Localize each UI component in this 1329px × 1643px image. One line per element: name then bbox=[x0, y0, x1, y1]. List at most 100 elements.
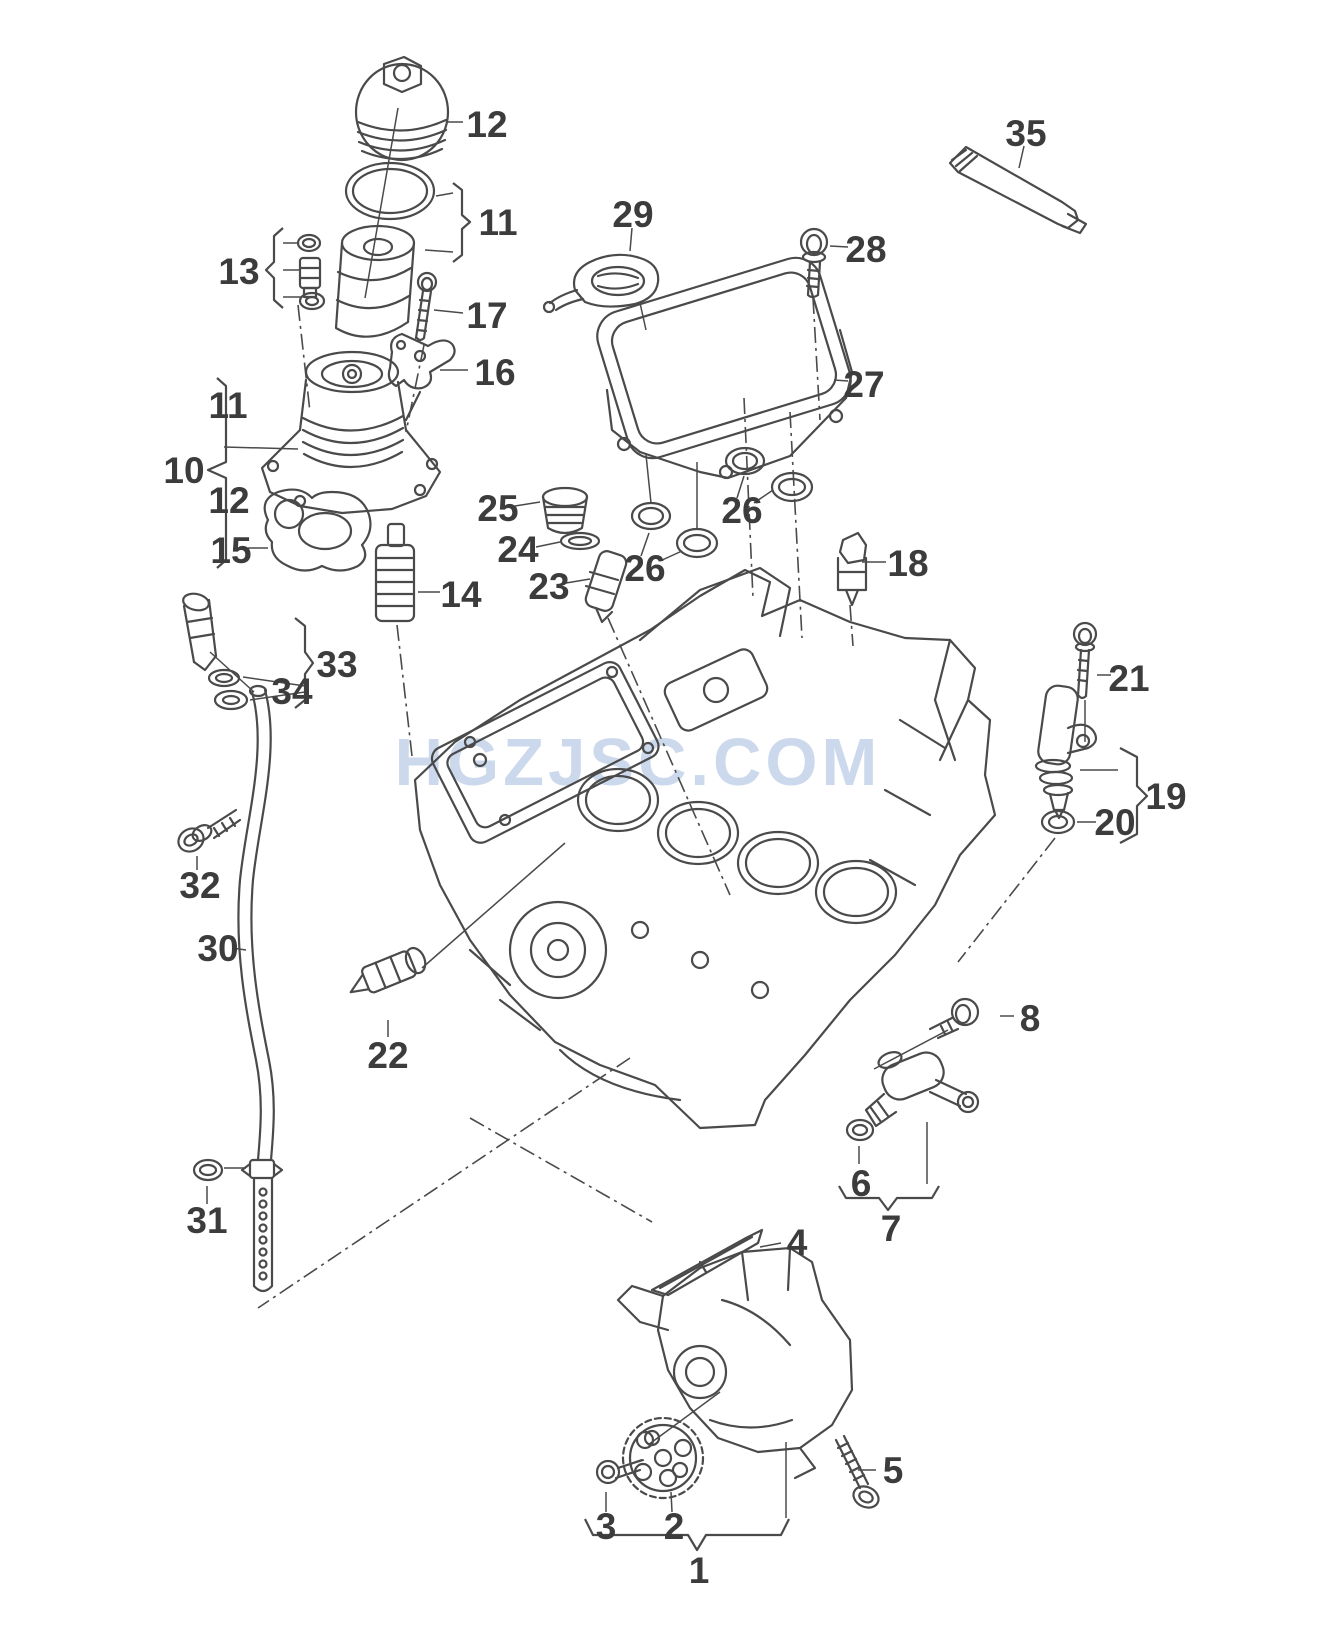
oil-pump-body bbox=[616, 1246, 854, 1480]
part-number-22[interactable]: 22 bbox=[367, 1035, 408, 1076]
dipstick-funnel-33 bbox=[182, 592, 218, 672]
seal-ring-24 bbox=[559, 531, 601, 551]
part-number-21[interactable]: 21 bbox=[1108, 658, 1149, 699]
part-number-10[interactable]: 10 bbox=[163, 450, 204, 491]
part-number-24[interactable]: 24 bbox=[497, 529, 539, 570]
part-number-18[interactable]: 18 bbox=[887, 543, 928, 584]
assembly-axis-line bbox=[257, 1057, 631, 1309]
assembly-axis-line bbox=[297, 304, 311, 413]
group-bracket bbox=[1119, 747, 1149, 844]
part-number-33[interactable]: 33 bbox=[316, 644, 357, 685]
oil-temp-sensor-19 bbox=[1034, 684, 1098, 820]
leader-line bbox=[435, 192, 454, 197]
part-number-15[interactable]: 15 bbox=[210, 530, 251, 571]
assembly-axis-line bbox=[607, 617, 731, 896]
part-number-14[interactable]: 14 bbox=[440, 574, 482, 615]
sealant-tube bbox=[948, 145, 1088, 235]
part-number-7[interactable]: 7 bbox=[881, 1208, 902, 1249]
leader-line bbox=[1018, 145, 1025, 169]
part-number-12[interactable]: 12 bbox=[466, 104, 507, 145]
part-number-19[interactable]: 19 bbox=[1145, 776, 1186, 817]
assembly-axis-line bbox=[743, 397, 754, 599]
housing-gasket bbox=[263, 488, 372, 572]
part-number-5[interactable]: 5 bbox=[883, 1450, 904, 1491]
part-number-16[interactable]: 16 bbox=[474, 352, 515, 393]
group-bracket bbox=[584, 1518, 790, 1552]
leader-line bbox=[829, 245, 849, 248]
leader-line bbox=[659, 550, 683, 562]
pump-sprocket-2 bbox=[621, 1416, 705, 1500]
group-bracket bbox=[838, 1185, 940, 1212]
part-number-35[interactable]: 35 bbox=[1005, 113, 1046, 154]
leader-line bbox=[364, 107, 399, 299]
bypass-valve-kit bbox=[296, 233, 326, 311]
part-number-3[interactable]: 3 bbox=[596, 1506, 617, 1547]
part-number-4[interactable]: 4 bbox=[787, 1222, 808, 1263]
engine-block bbox=[413, 566, 997, 1130]
part-number-12[interactable]: 12 bbox=[208, 480, 249, 521]
group-bracket bbox=[264, 227, 284, 309]
leader-line bbox=[759, 1242, 782, 1248]
part-number-1[interactable]: 1 bbox=[689, 1550, 710, 1591]
filter-cap-oring bbox=[344, 161, 436, 221]
tube-bolt-32 bbox=[177, 808, 242, 853]
oil-pressure-sensor-22 bbox=[349, 946, 427, 994]
part-number-2[interactable]: 2 bbox=[664, 1506, 685, 1547]
oring-6 bbox=[845, 1118, 875, 1142]
cooler-bolt-28 bbox=[799, 227, 829, 299]
part-number-34[interactable]: 34 bbox=[271, 671, 313, 712]
leader-line bbox=[640, 532, 650, 557]
assembly-axis-line bbox=[405, 344, 425, 433]
leader-line bbox=[736, 475, 745, 499]
leader-line bbox=[833, 379, 849, 382]
leader-line bbox=[223, 446, 299, 450]
leader-line bbox=[565, 578, 591, 584]
pump-bolt-5 bbox=[834, 1434, 880, 1509]
part-number-30[interactable]: 30 bbox=[197, 928, 238, 969]
assembly-axis-line bbox=[812, 297, 821, 421]
oil-cooler bbox=[596, 256, 854, 480]
connector-29 bbox=[542, 253, 660, 314]
group-bracket bbox=[294, 617, 315, 709]
oil-filter-cap bbox=[354, 55, 450, 162]
part-number-28[interactable]: 28 bbox=[845, 229, 886, 270]
filter-bracket-bolt bbox=[414, 271, 438, 342]
check-valve-23 bbox=[584, 550, 628, 624]
part-number-6[interactable]: 6 bbox=[851, 1163, 872, 1204]
leader-line bbox=[647, 1391, 721, 1446]
leader-line bbox=[639, 302, 647, 331]
leader-line bbox=[433, 309, 464, 314]
pressure-relief-valve bbox=[374, 522, 416, 623]
group-bracket bbox=[452, 182, 472, 263]
assembly-axis-line bbox=[789, 411, 803, 639]
leader-line bbox=[535, 541, 561, 548]
part-number-26[interactable]: 26 bbox=[624, 548, 665, 589]
part-number-32[interactable]: 32 bbox=[179, 865, 220, 906]
part-number-25[interactable]: 25 bbox=[477, 488, 518, 529]
part-number-11[interactable]: 11 bbox=[208, 385, 247, 426]
part-number-11[interactable]: 11 bbox=[478, 202, 517, 243]
dipstick-tube-30 bbox=[237, 684, 284, 1293]
part-number-27[interactable]: 27 bbox=[843, 364, 884, 405]
part-number-17[interactable]: 17 bbox=[466, 295, 507, 336]
part-number-8[interactable]: 8 bbox=[1020, 998, 1041, 1039]
group-brackets bbox=[206, 182, 1149, 1552]
part-number-26[interactable]: 26 bbox=[721, 490, 762, 531]
leader-line bbox=[617, 1459, 645, 1469]
part-number-29[interactable]: 29 bbox=[612, 194, 653, 235]
group-bracket bbox=[206, 377, 228, 569]
part-number-31[interactable]: 31 bbox=[186, 1200, 227, 1241]
part-number-13[interactable]: 13 bbox=[218, 251, 259, 292]
leader-line bbox=[514, 501, 541, 507]
tube-oring-31 bbox=[192, 1158, 224, 1182]
bolt-8 bbox=[928, 997, 980, 1040]
leader-line bbox=[424, 249, 454, 253]
part-number-23[interactable]: 23 bbox=[528, 566, 569, 607]
assembly-axis-line bbox=[957, 837, 1056, 963]
leader-line bbox=[873, 1029, 949, 1070]
part-number-20[interactable]: 20 bbox=[1094, 802, 1135, 843]
leader-line bbox=[249, 691, 306, 701]
